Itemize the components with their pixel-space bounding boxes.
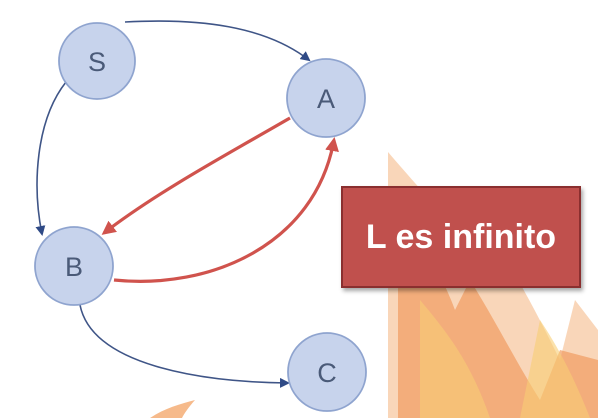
node-s: S — [58, 22, 136, 100]
callout-box: L es infinito — [341, 186, 581, 288]
edge-a-b — [101, 116, 291, 235]
edge-b-c — [79, 304, 290, 388]
node-c: C — [287, 332, 367, 412]
node-b-label: B — [65, 252, 83, 282]
edge-s-a — [124, 20, 311, 62]
edge-b-a — [113, 137, 339, 283]
node-b: B — [34, 226, 114, 306]
node-c-label: C — [317, 358, 337, 388]
node-a: A — [286, 58, 366, 138]
callout-text: L es infinito — [365, 217, 557, 256]
edge-s-b — [35, 81, 67, 236]
node-a-label: A — [317, 84, 335, 114]
node-s-label: S — [88, 47, 106, 77]
